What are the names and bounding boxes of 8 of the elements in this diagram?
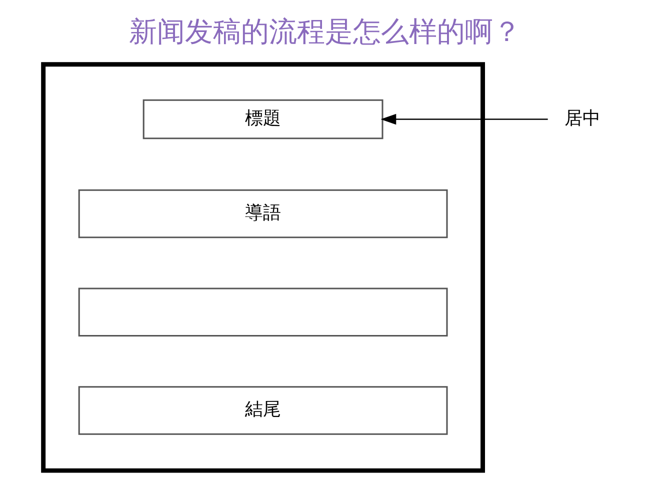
- diagram-title: 新闻发稿的流程是怎么样的啊？: [129, 14, 521, 48]
- node-box: 導語: [78, 189, 448, 238]
- cluster: [41, 62, 485, 473]
- node-box: 標題: [142, 99, 384, 140]
- arrow: [380, 114, 548, 125]
- node-box: 結尾: [78, 386, 448, 435]
- node-box: [78, 288, 448, 337]
- node-text: 居中: [564, 108, 600, 129]
